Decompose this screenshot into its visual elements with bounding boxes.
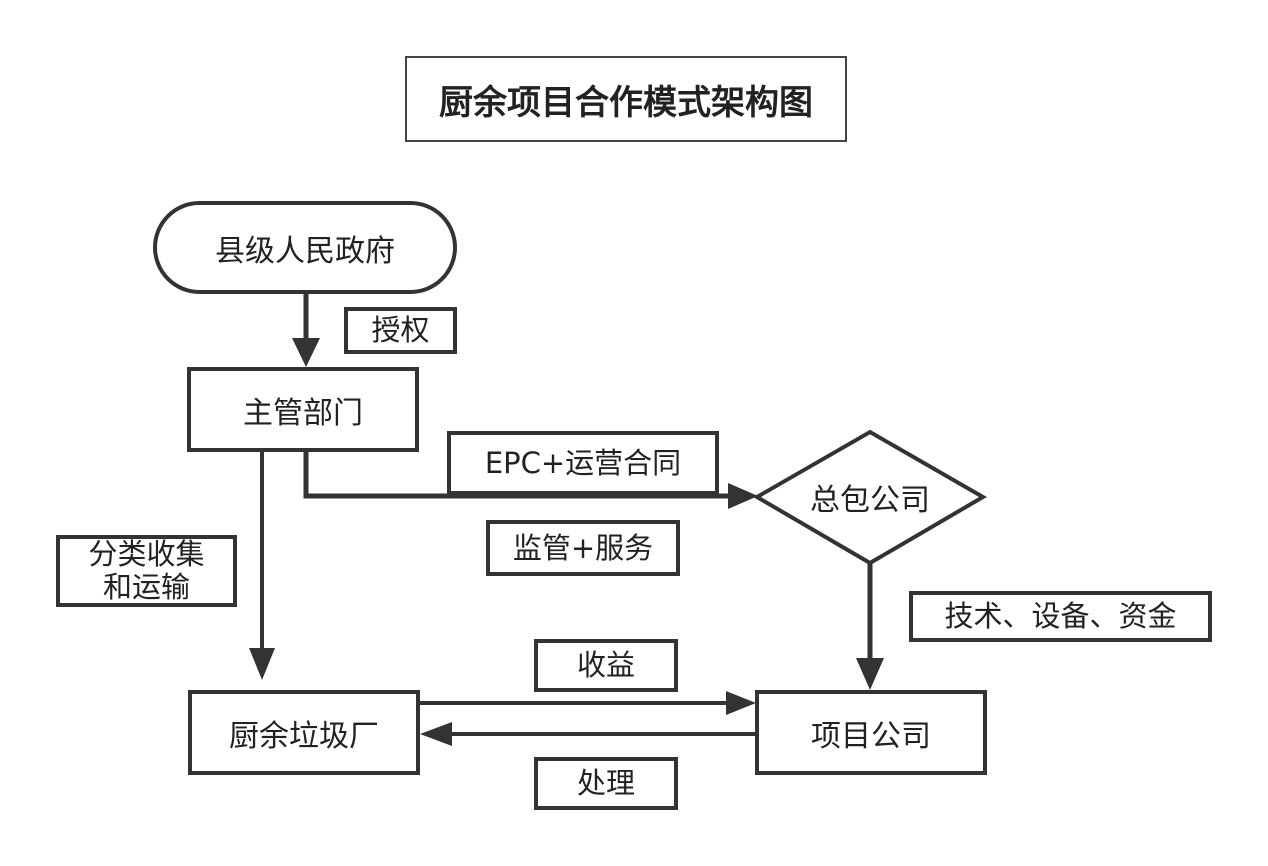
label-collect: 分类收集 和运输 bbox=[56, 535, 237, 607]
node-contractor-label: 总包公司 bbox=[810, 483, 930, 518]
page-title: 厨余项目合作模式架构图 bbox=[405, 56, 847, 142]
node-government: 县级人民政府 bbox=[153, 201, 457, 294]
label-contract: EPC+运营合同 bbox=[447, 431, 719, 495]
node-department: 主管部门 bbox=[187, 367, 419, 452]
label-resources: 技术、设备、资金 bbox=[909, 591, 1212, 642]
edge-contract bbox=[303, 452, 730, 499]
node-project: 项目公司 bbox=[755, 690, 987, 775]
label-supervise: 监管+服务 bbox=[486, 520, 680, 576]
node-plant: 厨余垃圾厂 bbox=[188, 690, 420, 775]
label-authorize: 授权 bbox=[344, 307, 457, 354]
label-revenue: 收益 bbox=[534, 639, 678, 692]
contractor-diamond bbox=[753, 429, 987, 566]
label-process: 处理 bbox=[534, 757, 678, 810]
